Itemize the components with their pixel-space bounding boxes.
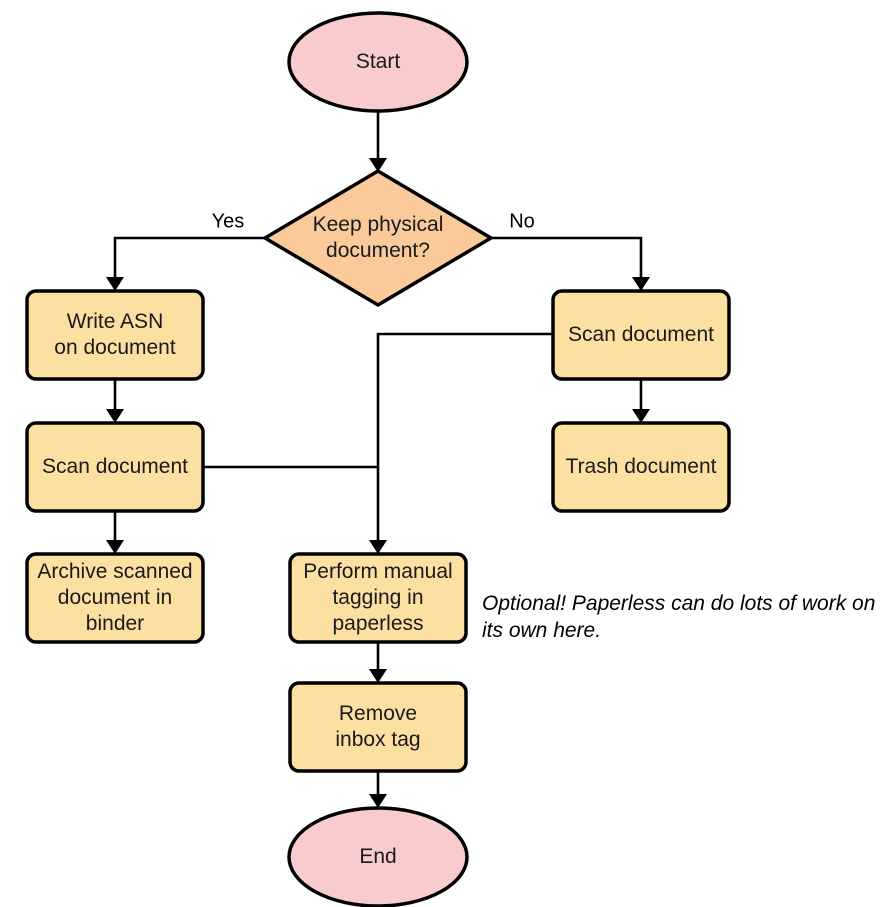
- node-scan-document-right[interactable]: Scan document: [551, 289, 731, 381]
- node-label-line: Remove: [339, 702, 417, 725]
- node-label-line: Keep physical: [313, 213, 444, 236]
- node-start[interactable]: Start: [287, 11, 469, 113]
- process-shape[interactable]: [25, 289, 205, 381]
- node-label-line: Archive scanned: [37, 560, 192, 583]
- decision-shape[interactable]: [263, 169, 493, 307]
- edge-scan-right-to-manual-tagging: [369, 332, 553, 554]
- node-label-line: on document: [54, 336, 176, 359]
- process-shape[interactable]: [288, 681, 468, 773]
- edge-line: [491, 236, 643, 285]
- edge-remove-inbox-to-end: [369, 771, 387, 808]
- annotation-line: its own here.: [482, 619, 601, 642]
- node-label: End: [359, 845, 396, 868]
- edge-decision-no-to-scan-right: No: [491, 210, 650, 291]
- annotations-layer: Optional! Paperless can do lots of work …: [482, 592, 875, 642]
- arrowhead-icon: [106, 409, 124, 423]
- process-shape[interactable]: [551, 289, 731, 381]
- arrowhead-icon: [106, 540, 124, 554]
- node-trash-document[interactable]: Trash document: [551, 421, 731, 513]
- arrowhead-icon: [106, 277, 124, 291]
- node-label-line: Write ASN: [67, 310, 163, 333]
- node-remove-inbox-tag[interactable]: Remove inbox tag: [288, 681, 468, 773]
- node-keep-physical[interactable]: Keep physical document?: [263, 169, 493, 307]
- arrowhead-icon: [369, 794, 387, 808]
- node-label: Write ASN on document: [54, 310, 176, 359]
- annotation-line: Optional! Paperless can do lots of work …: [482, 592, 875, 615]
- annotation-optional-note: Optional! Paperless can do lots of work …: [482, 592, 875, 642]
- edge-decision-yes-to-write-asn: Yes: [106, 210, 265, 291]
- node-scan-document-left[interactable]: Scan document: [25, 421, 205, 513]
- node-label: Keep physical document?: [313, 213, 444, 262]
- terminator-shape[interactable]: [287, 806, 469, 907]
- arrowhead-icon: [369, 669, 387, 683]
- edge-scan-right-to-trash: [632, 379, 650, 423]
- edge-label-yes: Yes: [212, 210, 245, 232]
- node-label-line: Perform manual: [303, 560, 452, 583]
- terminator-shape[interactable]: [287, 11, 469, 113]
- process-shape[interactable]: [25, 421, 205, 513]
- node-label: Scan document: [42, 455, 188, 478]
- node-label-line: Start: [356, 50, 401, 73]
- node-label: Remove inbox tag: [335, 702, 420, 751]
- node-archive-binder[interactable]: Archive scanned document in binder: [25, 552, 205, 644]
- node-label: Perform manual tagging in paperless: [303, 560, 452, 635]
- arrowhead-icon: [632, 409, 650, 423]
- node-label: Start: [356, 50, 401, 73]
- edge-manual-tagging-to-remove-inbox: [369, 642, 387, 683]
- node-label-line: binder: [86, 612, 144, 635]
- edge-start-to-decision: [369, 111, 387, 172]
- node-label: Archive scanned document in binder: [37, 560, 192, 635]
- node-label-line: tagging in: [332, 586, 423, 609]
- node-label: Trash document: [566, 455, 717, 478]
- node-manual-tagging[interactable]: Perform manual tagging in paperless: [288, 552, 468, 644]
- edges-layer: Yes No: [106, 111, 650, 808]
- node-write-asn[interactable]: Write ASN on document: [25, 289, 205, 381]
- node-label-line: inbox tag: [335, 728, 420, 751]
- edge-line: [113, 236, 265, 285]
- edge-scan-left-to-archive: [106, 511, 124, 554]
- process-shape[interactable]: [288, 552, 468, 644]
- edge-write-asn-to-scan-left: [106, 379, 124, 423]
- node-label-line: End: [359, 845, 396, 868]
- arrowhead-icon: [369, 540, 387, 554]
- process-shape[interactable]: [25, 552, 205, 644]
- node-label-line: paperless: [332, 612, 423, 635]
- arrowhead-icon: [369, 158, 387, 172]
- node-label-line: Trash document: [566, 455, 717, 478]
- node-label-line: Scan document: [42, 455, 188, 478]
- node-label-line: document in: [58, 586, 172, 609]
- node-end[interactable]: End: [287, 806, 469, 907]
- edge-line: [376, 332, 553, 548]
- node-label-line: document?: [326, 239, 430, 262]
- edge-label-no: No: [509, 210, 535, 232]
- process-shape[interactable]: [551, 421, 731, 513]
- node-label-line: Scan document: [568, 323, 714, 346]
- arrowhead-icon: [632, 277, 650, 291]
- node-label: Scan document: [568, 323, 714, 346]
